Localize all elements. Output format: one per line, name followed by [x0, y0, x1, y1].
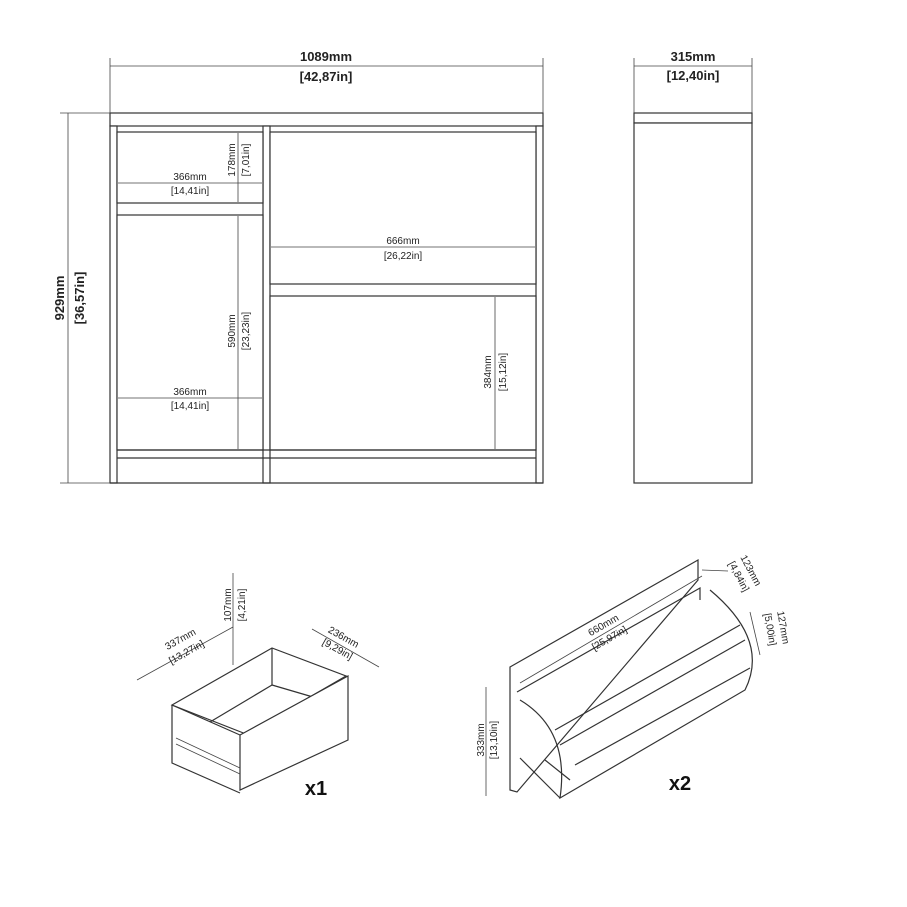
drawer-isometric: 107mm [4,21in] 337mm [13,27in] 236mm [9,… [136, 573, 380, 800]
door-height-mm: 590mm [227, 314, 238, 347]
rack-height-mm: 333mm [476, 723, 487, 756]
drawer-height-mm: 178mm [227, 143, 238, 176]
door-height-in: [23,23in] [241, 312, 252, 351]
rack-quantity: x2 [669, 773, 691, 795]
right-side-panel [535, 125, 544, 484]
drawer-height-in: [7,01in] [241, 143, 252, 176]
upper-flap-front [269, 131, 537, 285]
overall-width-in: [42,87in] [300, 69, 353, 84]
rack-height-in: [13,10in] [489, 721, 500, 760]
door-front [116, 214, 264, 451]
door-width-mm: 366mm [173, 387, 206, 398]
depth-in: [12,40in] [667, 68, 720, 83]
shelf-width-in: [26,22in] [384, 251, 423, 262]
middle-divider [262, 125, 271, 484]
overall-width-mm: 1089mm [300, 49, 352, 64]
overall-height-mm: 929mm [52, 276, 67, 321]
front-view: 1089mm [42,87in] 929mm [36,57in] 366mm [… [52, 49, 544, 484]
drawer-quantity: x1 [305, 778, 327, 800]
side-view: 315mm [12,40in] [633, 49, 753, 484]
door-width-in: [14,41in] [171, 401, 210, 412]
lower-height-mm: 384mm [483, 355, 494, 388]
lower-height-in: [15,12in] [498, 353, 509, 392]
drawer-height-mm: 107mm [223, 588, 234, 621]
top-panel [109, 112, 544, 127]
lower-flap-front [269, 295, 537, 451]
shoe-rack-isometric: 333mm [13,10in] 660mm [25,97in] 123mm [4… [476, 554, 791, 800]
drawer-width-in: [14,41in] [171, 186, 210, 197]
drawer-front [116, 131, 264, 204]
left-side-panel [109, 125, 118, 484]
shelf-width-mm: 666mm [386, 236, 419, 247]
drawer-height-in: [4,21in] [237, 588, 248, 621]
depth-mm: 315mm [671, 49, 716, 64]
drawer-width-mm: 366mm [173, 172, 206, 183]
overall-height-in: [36,57in] [72, 272, 87, 325]
